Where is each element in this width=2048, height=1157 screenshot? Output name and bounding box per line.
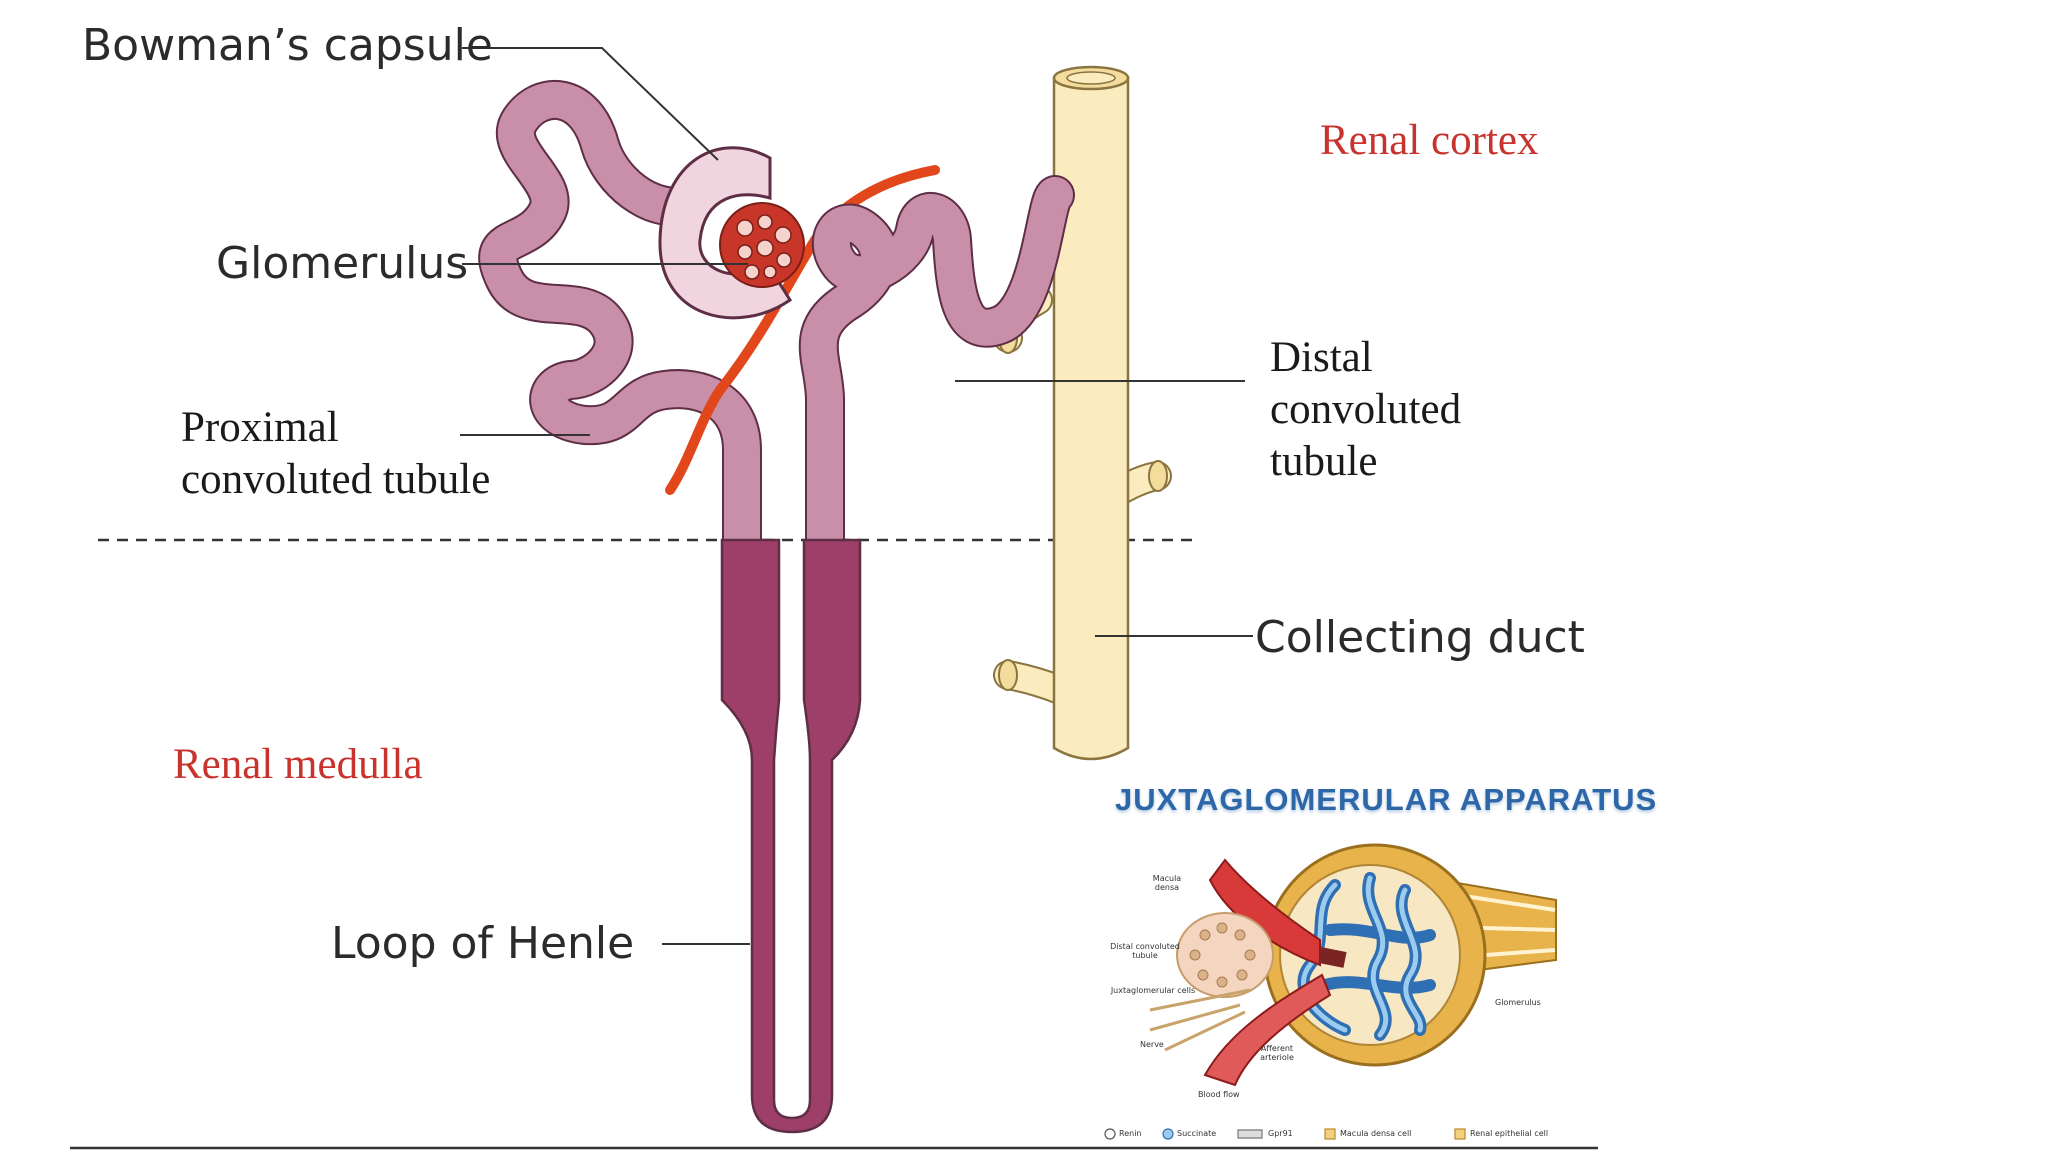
distal-tubule-label: Distal convoluted tubule [1270,332,1461,488]
jga-inset-illustration [1104,843,1557,1140]
bowmans-capsule-label: Bowman’s capsule [82,20,493,71]
proximal-tubule-label: Proximal convoluted tubule [181,402,490,506]
jga-legend-renal-epithelial-cell: Renal epithelial cell [1470,1129,1549,1138]
leader-lines [70,47,1598,1150]
collecting-duct-shape [992,65,1172,761]
jga-legend-swatches [1104,1128,1466,1140]
bowmans-capsule-shape [658,146,805,320]
jga-legend-renin: Renin [1119,1129,1142,1138]
jga-label-distal-tubule: Distal convoluted tubule [1110,942,1180,960]
loop-of-henle-label: Loop of Henle [331,918,635,969]
proximal-convoluted-tubule-shape [478,80,762,560]
glomerulus-label: Glomerulus [216,238,469,289]
renal-medulla-label: Renal medulla [173,741,423,788]
jga-label-jg-cells: Juxtaglomerular cells [1110,986,1196,995]
distal-convoluted-tubule-shape [798,175,1075,560]
jga-title: JUXTAGLOMERULAR APPARATUS [1115,782,1658,817]
jga-legend-macula-densa-cell: Macula densa cell [1340,1129,1412,1138]
renal-cortex-label: Renal cortex [1320,117,1539,164]
loop-of-henle-shape [720,538,862,1134]
jga-label-blood-flow: Blood flow [1198,1090,1240,1099]
jga-label-glomerulus: Glomerulus [1495,998,1541,1007]
jga-label-macula-densa: Macula densa [1152,874,1182,892]
distal-tubule-line1: Distal [1270,334,1373,381]
collecting-duct-label: Collecting duct [1255,612,1585,663]
bowmans-capsule-leader [462,47,719,161]
proximal-tubule-line2: convoluted tubule [181,456,491,503]
distal-tubule-line3: tubule [1270,438,1378,485]
jga-legend-succinate: Succinate [1177,1129,1217,1138]
jga-legend-gpr91: Gpr91 [1268,1129,1293,1138]
distal-tubule-line2: convoluted [1270,386,1462,433]
proximal-tubule-line1: Proximal [181,404,339,451]
jga-label-nerve: Nerve [1140,1040,1164,1049]
jga-label-afferent-arteriole: Afferent arteriole [1260,1044,1294,1062]
